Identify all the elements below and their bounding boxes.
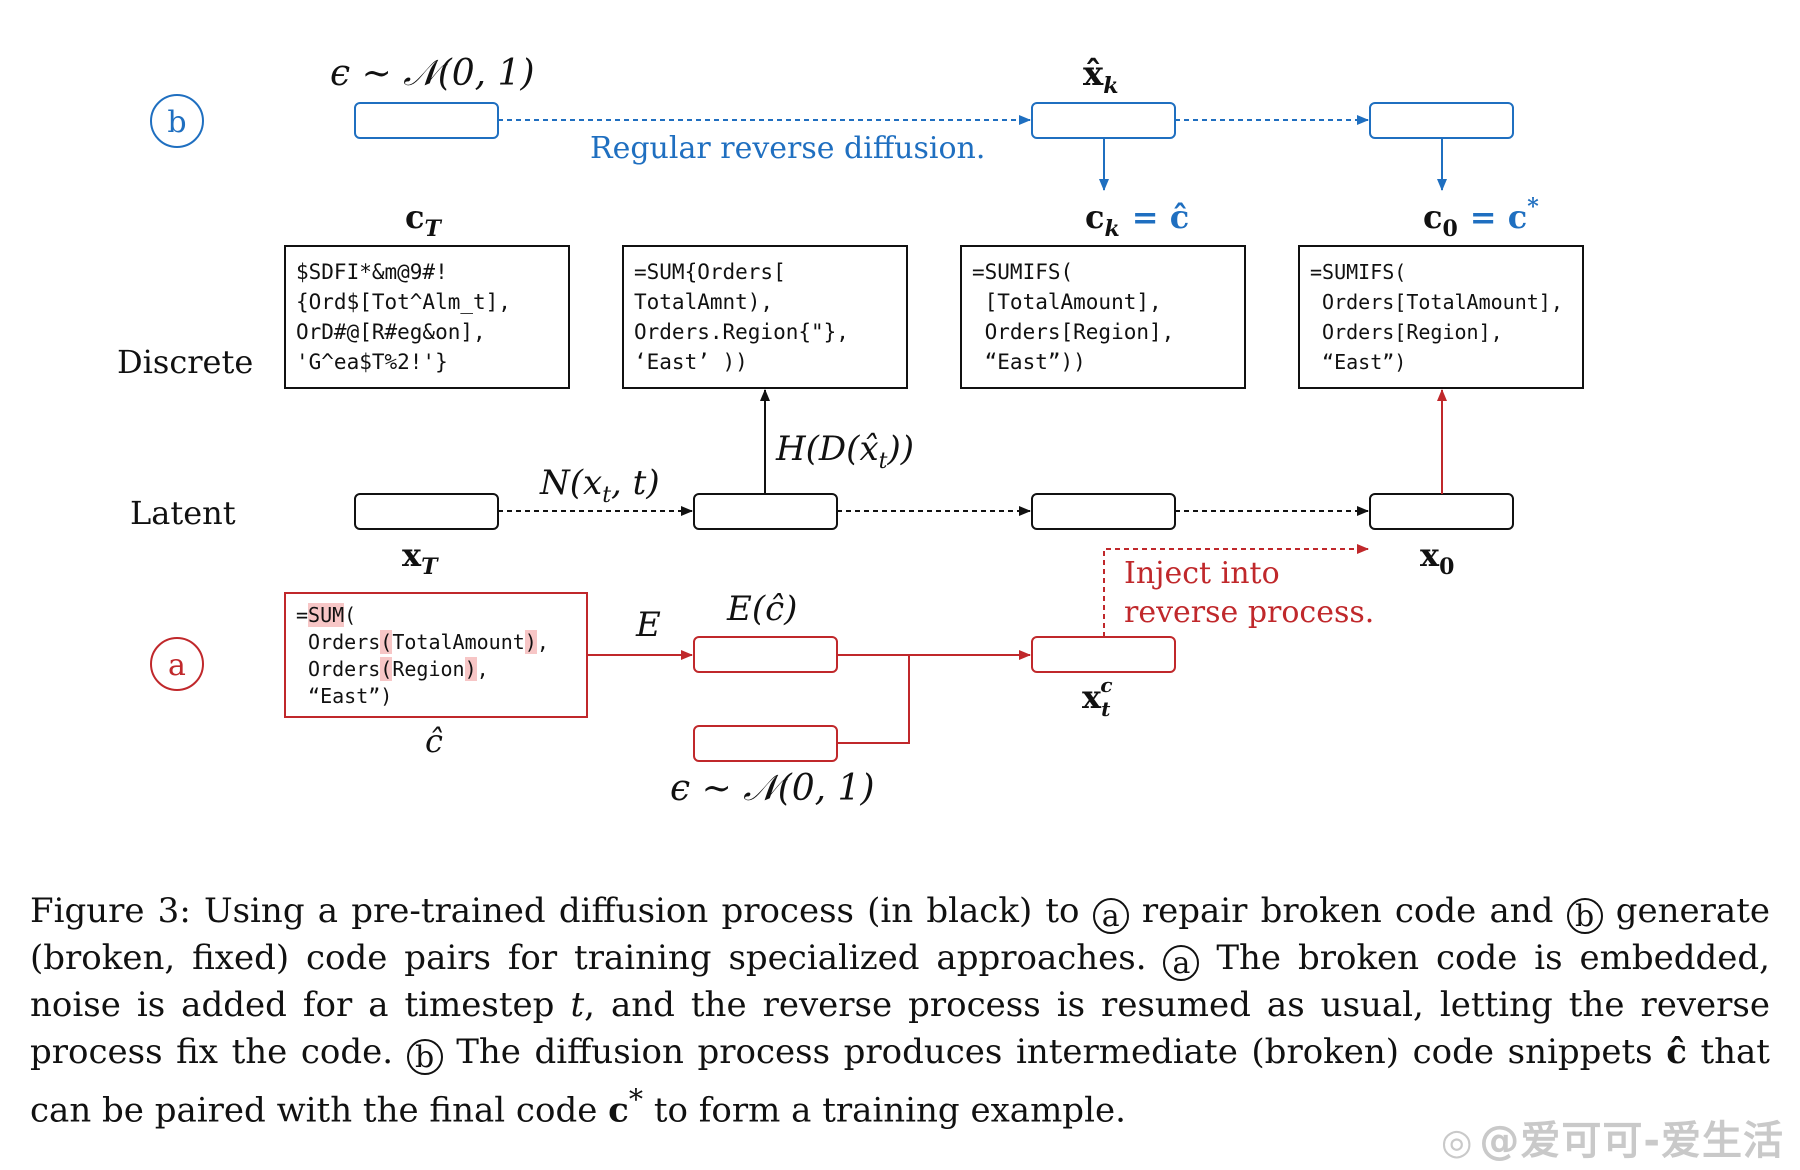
noise-merge-line xyxy=(837,655,910,744)
bottom-noise-label: ϵ ∼ 𝒩(0, 1) xyxy=(670,768,875,809)
code-box-c0: =SUMIFS( Orders[TotalAmount], Orders[Reg… xyxy=(1298,245,1584,389)
xtc-box xyxy=(1031,636,1176,673)
header-cT: cT xyxy=(405,198,442,242)
figure-caption: Figure 3: Using a pre-trained diffusion … xyxy=(30,891,1770,1131)
code-box-ck: =SUMIFS( [TotalAmount], Orders[Region], … xyxy=(960,245,1246,389)
x0-label: x0 xyxy=(1420,536,1454,580)
E-c-label: E(ĉ) xyxy=(726,589,797,629)
marker-b: b xyxy=(150,94,204,148)
regular-diffusion-label: Regular reverse diffusion. xyxy=(590,131,985,166)
header-ck: ck= ĉ xyxy=(1085,198,1189,242)
code-box-cT: $SDFI*&m@9#! {Ord$[Tot^Alm_t], OrD#@[R#e… xyxy=(284,245,570,389)
latent-box-x0 xyxy=(1369,493,1514,530)
top-latent-box-2 xyxy=(1031,102,1176,139)
caption-marker-a: a xyxy=(1092,898,1129,934)
code-box-mid: =SUM{Orders[ TotalAmnt), Orders.Region{"… xyxy=(622,245,908,389)
weibo-logo-icon: ◎ xyxy=(1440,1122,1474,1163)
watermark: ◎@爱可可-爱生活 xyxy=(1440,1118,1784,1164)
marker-a: a xyxy=(150,637,204,691)
header-c0: c0= c* xyxy=(1423,194,1539,242)
row-label-discrete: Discrete xyxy=(117,343,253,381)
top-latent-box-3 xyxy=(1369,102,1514,139)
c-hat-label: ĉ xyxy=(425,722,443,760)
caption-marker-b: b xyxy=(1566,898,1603,934)
E-label: E xyxy=(635,605,661,645)
top-latent-box-1 xyxy=(354,102,499,139)
diagram-canvas: b a Discrete Latent ϵ ∼ 𝒩(0, 1) Regular … xyxy=(117,53,1539,809)
row-label-latent: Latent xyxy=(130,494,236,532)
latent-box-xt xyxy=(693,493,838,530)
noise-box xyxy=(693,725,838,762)
H-label: H(D(x̂t)) xyxy=(775,429,914,474)
xT-label: xT xyxy=(402,536,439,580)
latent-box-3 xyxy=(1031,493,1176,530)
embedding-box xyxy=(693,636,838,673)
marker-b-label: b xyxy=(167,105,186,140)
inject-arrow xyxy=(1103,544,1369,637)
top-noise-label: ϵ ∼ 𝒩(0, 1) xyxy=(330,53,535,94)
latent-box-xT xyxy=(354,493,499,530)
inject-label-1: Inject into xyxy=(1124,556,1280,591)
broken-code-box: =SUM( Orders(TotalAmount), Orders(Region… xyxy=(284,592,588,718)
caption-marker-a: a xyxy=(1163,945,1200,981)
xhat-k-label: x̂k xyxy=(1083,54,1119,99)
N-label: N(xt, t) xyxy=(539,463,660,508)
marker-a-label: a xyxy=(168,648,186,683)
xtc-label: xtc xyxy=(1082,673,1113,721)
caption-marker-b: b xyxy=(406,1039,443,1075)
inject-label-2: reverse process. xyxy=(1124,595,1374,630)
